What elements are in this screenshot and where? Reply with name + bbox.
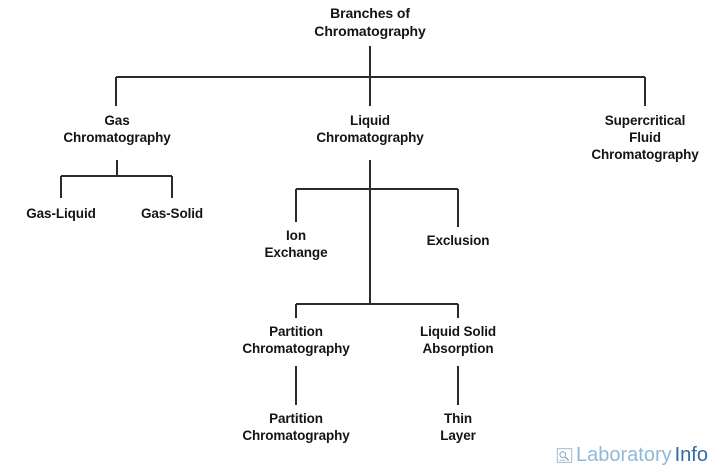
- node-partition-2: Partition Chromatography: [242, 411, 350, 443]
- node-thin-layer: Thin Layer: [440, 411, 476, 443]
- watermark-text-primary: Laboratory: [576, 444, 672, 466]
- node-exclusion: Exclusion: [426, 233, 490, 248]
- node-partition: Partition Chromatography: [242, 324, 350, 356]
- node-liquid-solid: Liquid Solid Absorption: [419, 324, 497, 356]
- watermark-text-secondary: Info: [674, 444, 708, 466]
- node-liquid: Liquid Chromatography: [316, 113, 424, 145]
- node-gas-solid: Gas-Solid: [140, 206, 204, 221]
- node-root: Branches of Chromatography: [314, 5, 426, 39]
- node-gas-liquid: Gas-Liquid: [26, 206, 96, 221]
- node-ion-exchange: Ion Exchange: [264, 228, 328, 260]
- microscope-icon: [556, 448, 573, 463]
- node-gas: Gas Chromatography: [63, 113, 171, 145]
- node-scf: Supercritical Fluid Chromatography: [591, 113, 699, 162]
